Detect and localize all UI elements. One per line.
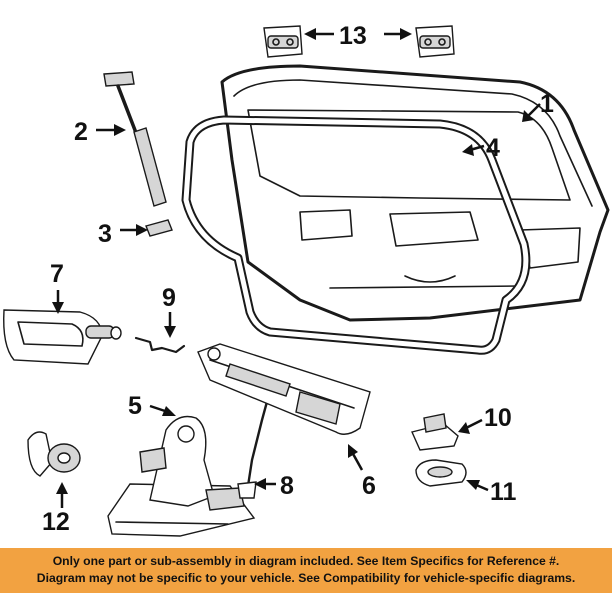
lock-actuator [197,343,371,435]
parts-diagram: 13 1 4 2 3 7 9 5 8 6 10 11 12 [3,22,610,537]
strut-ball-stud [145,219,173,237]
callout-10: 10 [484,404,512,432]
latch-assembly [107,415,256,537]
weatherstrip-seal [181,115,531,355]
callout-5: 5 [128,392,142,420]
striker-plate [415,459,467,487]
callout-leaders [52,28,541,508]
callout-8: 8 [280,472,294,500]
lock-cylinder [27,431,81,477]
striker [411,413,459,451]
callout-3: 3 [98,220,112,248]
gas-strut [103,71,167,207]
exterior-handle [3,309,122,365]
callout-4: 4 [486,134,500,162]
hinge-right [415,25,455,58]
callout-12: 12 [42,508,70,536]
disclaimer-line-2: Diagram may not be specific to your vehi… [36,571,576,585]
callout-6: 6 [362,472,376,500]
callout-9: 9 [162,284,176,312]
callout-11: 11 [490,478,517,506]
hinge-left [263,25,303,58]
callout-7: 7 [50,260,64,288]
disclaimer-banner: Only one part or sub-assembly in diagram… [0,548,612,593]
callout-13: 13 [339,22,367,50]
callout-2: 2 [74,118,88,146]
callout-1: 1 [540,90,554,118]
retainer-clip [134,336,186,354]
disclaimer-line-1: Only one part or sub-assembly in diagram… [52,554,560,568]
